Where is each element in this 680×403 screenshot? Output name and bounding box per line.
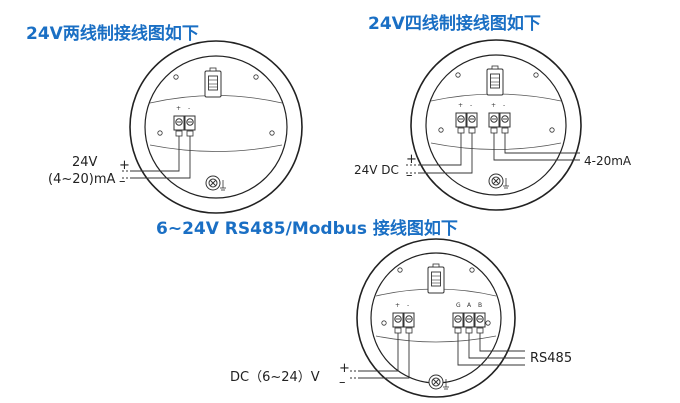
diagram-2-supply-label: 24V DC bbox=[354, 163, 399, 177]
diagram-3-housing bbox=[356, 238, 516, 398]
diagram-1-terminal-plus: + bbox=[176, 105, 181, 112]
diagram-3-ground-icon bbox=[428, 374, 450, 390]
diagram-2-terminal-minus: - bbox=[470, 102, 472, 109]
diagram-2-wires bbox=[406, 133, 580, 174]
diagram-1-ground-icon bbox=[205, 175, 227, 191]
diagram-2-minus: – bbox=[406, 168, 413, 183]
diagram-1-terminal-minus: - bbox=[188, 105, 190, 112]
diagram-3-supply-label: DC（6~24）V bbox=[230, 370, 320, 385]
diagram-3-terminal-a: A bbox=[467, 302, 472, 309]
diagram-3-terminal-plus: + bbox=[395, 302, 400, 309]
diagram-3-terminal-block-bus: G A B bbox=[452, 302, 486, 334]
diagram-1-housing bbox=[129, 40, 303, 214]
svg-text:+: + bbox=[491, 102, 496, 109]
diagram-2-terminal-block-power: + - bbox=[455, 102, 478, 134]
diagram-2-ground-icon bbox=[488, 173, 510, 189]
diagram-2-terminal-plus: + bbox=[458, 102, 463, 109]
diagram-3-terminal-g: G bbox=[456, 302, 461, 309]
diagram-1-title: 24V两线制接线图如下 bbox=[26, 23, 199, 44]
diagram-3-minus: – bbox=[339, 375, 346, 390]
diagram-1-supply-label-2: (4~20)mA bbox=[48, 172, 116, 187]
diagram-3-bus-label: RS485 bbox=[530, 351, 572, 366]
diagram-2-title: 24V四线制接线图如下 bbox=[368, 13, 541, 34]
diagram-2-output-label: 4-20mA bbox=[584, 154, 632, 168]
diagram-1-terminal-block: + - bbox=[173, 105, 196, 137]
diagram-1-plus: + bbox=[119, 158, 130, 173]
diagram-3-plus: + bbox=[339, 361, 350, 376]
svg-text:-: - bbox=[503, 102, 505, 109]
diagram-1-minus: – bbox=[119, 174, 126, 189]
diagram-3-terminal-block-power: + - bbox=[392, 302, 415, 334]
diagram-3-terminal-b: B bbox=[478, 302, 482, 309]
diagram-2-housing bbox=[410, 39, 582, 211]
diagram-3-terminal-minus: - bbox=[407, 302, 409, 309]
diagram-1-supply-label-1: 24V bbox=[72, 155, 98, 170]
diagram-2-terminal-block-output: + - bbox=[488, 102, 511, 134]
diagram-3-title: 6~24V RS485/Modbus 接线图如下 bbox=[156, 218, 458, 239]
diagram-3-wires bbox=[350, 333, 525, 379]
diagram-1-wires bbox=[120, 136, 191, 179]
diagram-2-plus: + bbox=[406, 152, 417, 167]
